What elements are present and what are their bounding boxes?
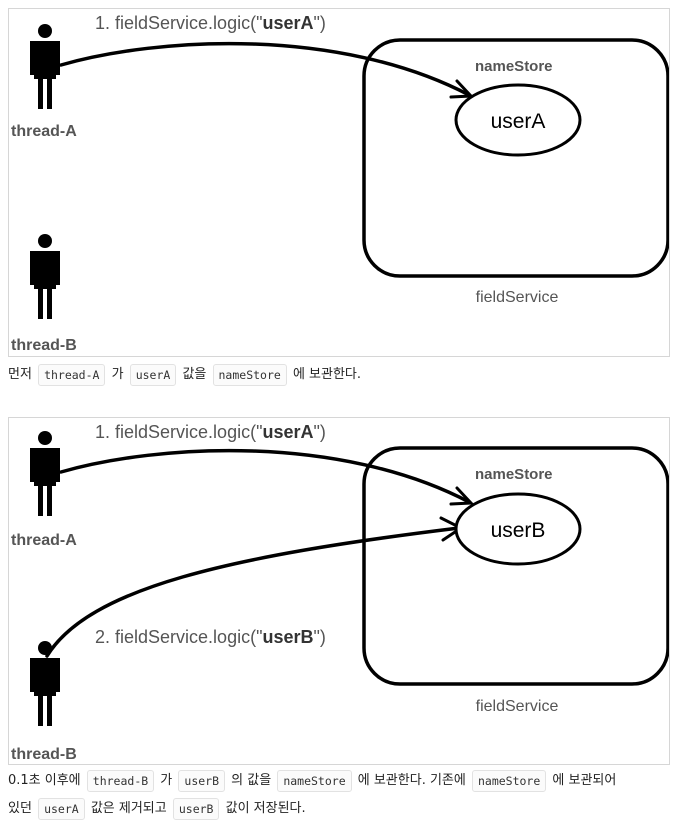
caption-2: 0.1초 이후에 thread-B 가 userB 의 값을 nameStore…	[8, 769, 616, 794]
caption-text: 에 보관한다.	[288, 367, 362, 382]
inline-code: userB	[178, 770, 226, 792]
inline-code: userA	[129, 364, 177, 386]
thread-a-label: thread-A	[11, 123, 77, 140]
store-label: nameStore	[475, 58, 553, 75]
call-arrow-a	[59, 448, 475, 506]
caption-text: 가	[156, 773, 177, 788]
person-icon	[30, 24, 60, 109]
caption-text: 에 보관한다. 기존에	[353, 773, 470, 788]
inline-code: userB	[172, 798, 220, 820]
call-label-a: 1. fieldService.logic("userA")	[95, 422, 326, 442]
caption-text: 의 값을	[227, 773, 276, 788]
caption-text: 값이 저장된다.	[221, 801, 306, 816]
caption-text: 에 보관되어	[548, 773, 617, 788]
field-service-box	[362, 446, 669, 686]
caption-text: 있던	[8, 801, 37, 816]
call-label: 1. fieldService.logic("userA")	[95, 13, 326, 33]
store-label: nameStore	[475, 466, 553, 483]
store-value-ellipse	[454, 492, 582, 566]
store-value: userB	[491, 519, 546, 542]
call-arrow	[59, 41, 475, 99]
inline-code: nameStore	[471, 770, 547, 792]
person-icon	[30, 431, 60, 516]
person-icon	[30, 234, 60, 319]
caption-text: 값을	[178, 367, 211, 382]
caption-text: 먼저	[8, 367, 37, 382]
caption-1: 먼저 thread-A 가 userA 값을 nameStore 에 보관한다.	[8, 363, 361, 388]
field-service-box	[362, 38, 669, 278]
inline-code: thread-B	[86, 770, 155, 792]
store-value-ellipse	[454, 83, 582, 157]
service-label: fieldService	[476, 289, 559, 306]
caption-3: 있던 userA 값은 제거되고 userB 값이 저장된다.	[8, 797, 306, 822]
store-value: userA	[491, 110, 546, 133]
call-label-b: 2. fieldService.logic("userB")	[95, 627, 326, 647]
diagram-panel-2: thread-A thread-B 1. fieldService.logic(…	[8, 417, 670, 765]
service-label: fieldService	[476, 698, 559, 715]
caption-text: 0.1초 이후에	[8, 773, 85, 788]
inline-code: userA	[38, 798, 85, 820]
thread-b-label: thread-B	[11, 337, 77, 354]
inline-code: nameStore	[277, 770, 352, 792]
thread-a-label: thread-A	[11, 532, 77, 549]
person-icon	[30, 641, 60, 726]
thread-b-label: thread-B	[11, 746, 77, 763]
inline-code: nameStore	[212, 364, 287, 386]
diagram-panel-1: thread-A thread-B 1. fieldService.logic(…	[8, 8, 670, 357]
caption-text: 가	[107, 367, 128, 382]
inline-code: thread-A	[38, 364, 106, 386]
caption-text: 값은 제거되고	[86, 801, 171, 816]
